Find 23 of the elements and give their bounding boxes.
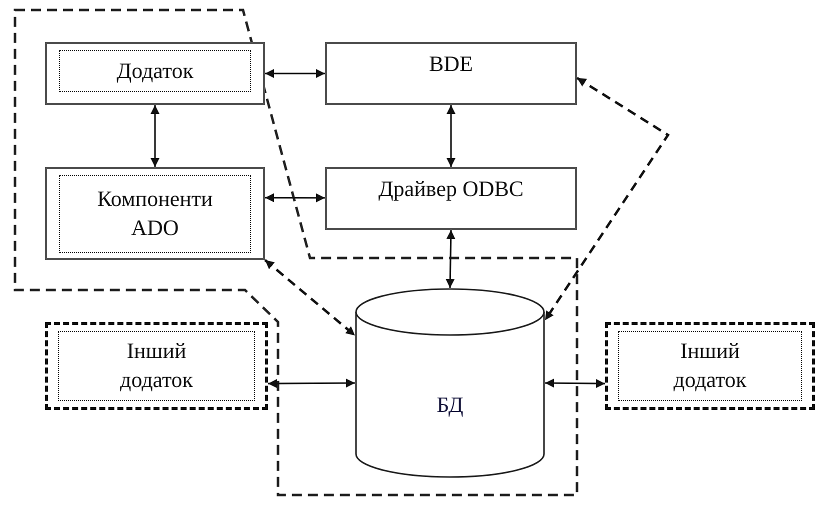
arrow [545,378,605,388]
node-label: БД [436,391,464,420]
node-label: Компоненти ADO [96,185,214,242]
process-box [325,42,577,105]
external-box [45,322,268,410]
external-box [605,322,815,410]
node-label: Драйвер ODBC [378,175,524,203]
node-label: Інший додаток [119,337,194,394]
process-box [45,167,265,260]
arrow [446,230,456,288]
arrow [150,105,160,167]
arrow [268,378,355,388]
arrow [264,259,356,336]
arrow [265,69,325,78]
node-label: BDE [429,50,473,78]
process-box [45,42,265,105]
arrow [446,105,456,167]
arrow [544,76,670,321]
arrow [265,193,325,202]
node-label: Додаток [116,56,194,85]
database-cylinder [355,288,545,478]
process-box [325,167,577,230]
node-label: Інший додаток [672,337,748,394]
